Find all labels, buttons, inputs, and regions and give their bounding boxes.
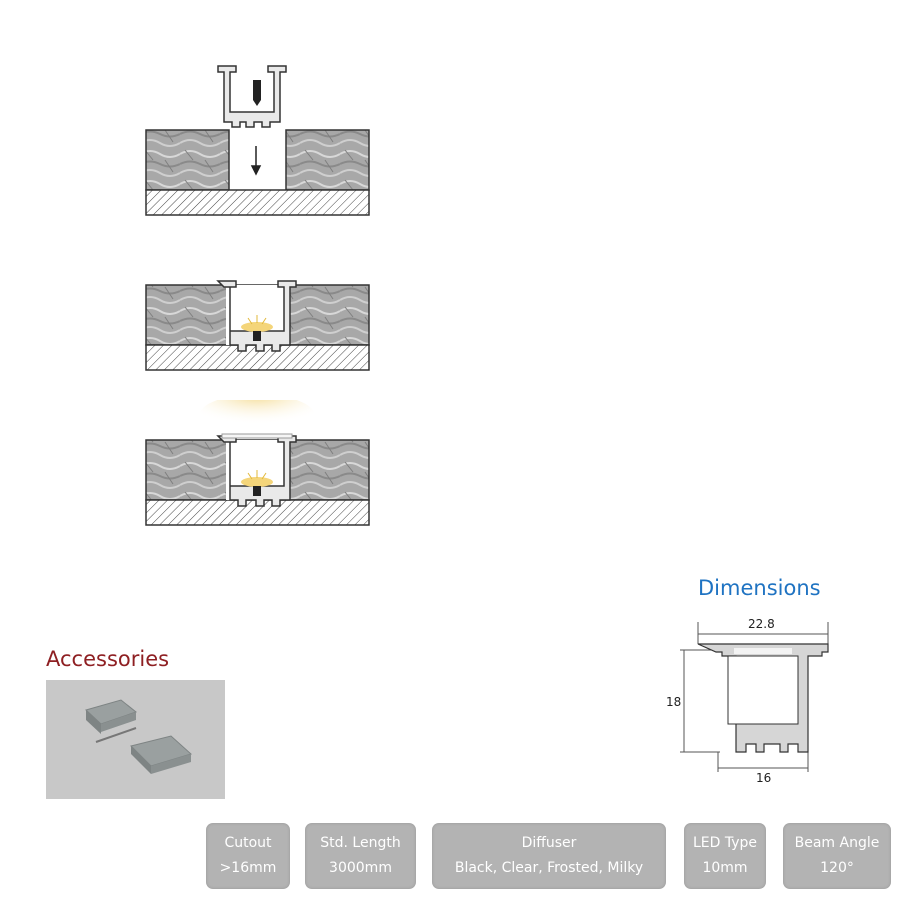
- dimension-width-top: 22.8: [748, 617, 775, 631]
- end-cap-icon: [85, 699, 138, 743]
- spec-diffuser: Diffuser Black, Clear, Frosted, Milky: [432, 823, 666, 889]
- spec-value: 3000mm: [329, 860, 392, 876]
- led-glow-icon: [241, 315, 273, 341]
- spec-value: 10mm: [702, 860, 748, 876]
- dimension-height: 18: [666, 695, 681, 709]
- profile-cross-section: [697, 643, 829, 753]
- profile-icon: [217, 65, 287, 128]
- spec-led-type: LED Type 10mm: [684, 823, 766, 889]
- spec-label: Diffuser: [521, 835, 577, 851]
- spec-value: 120°: [820, 860, 854, 876]
- spec-value: >16mm: [219, 860, 277, 876]
- dimensions-title: Dimensions: [698, 576, 821, 600]
- arrow-down-icon: [250, 146, 262, 176]
- accessories-photo: [46, 680, 225, 799]
- accessories-title: Accessories: [46, 647, 170, 671]
- spec-label: Cutout: [224, 835, 272, 851]
- spec-beam-angle: Beam Angle 120°: [783, 823, 891, 889]
- spec-std-length: Std. Length 3000mm: [305, 823, 416, 889]
- install-step-2-diagram: [145, 280, 370, 371]
- spec-value: Black, Clear, Frosted, Milky: [454, 860, 644, 876]
- screw-icon: [253, 80, 261, 106]
- spec-label: Std. Length: [320, 835, 401, 851]
- dimension-width-bottom: 16: [756, 771, 771, 785]
- spec-label: Beam Angle: [794, 835, 880, 851]
- install-step-1-diagram: [145, 65, 370, 216]
- spec-cutout: Cutout >16mm: [206, 823, 290, 889]
- end-cap-icon: [130, 735, 192, 774]
- spec-label: LED Type: [692, 835, 758, 851]
- led-glow-icon: [241, 470, 273, 496]
- diffuser-icon: [221, 433, 293, 439]
- dimensions-drawing: 22.8 18 16: [666, 617, 829, 785]
- install-step-3-diagram: [145, 400, 370, 526]
